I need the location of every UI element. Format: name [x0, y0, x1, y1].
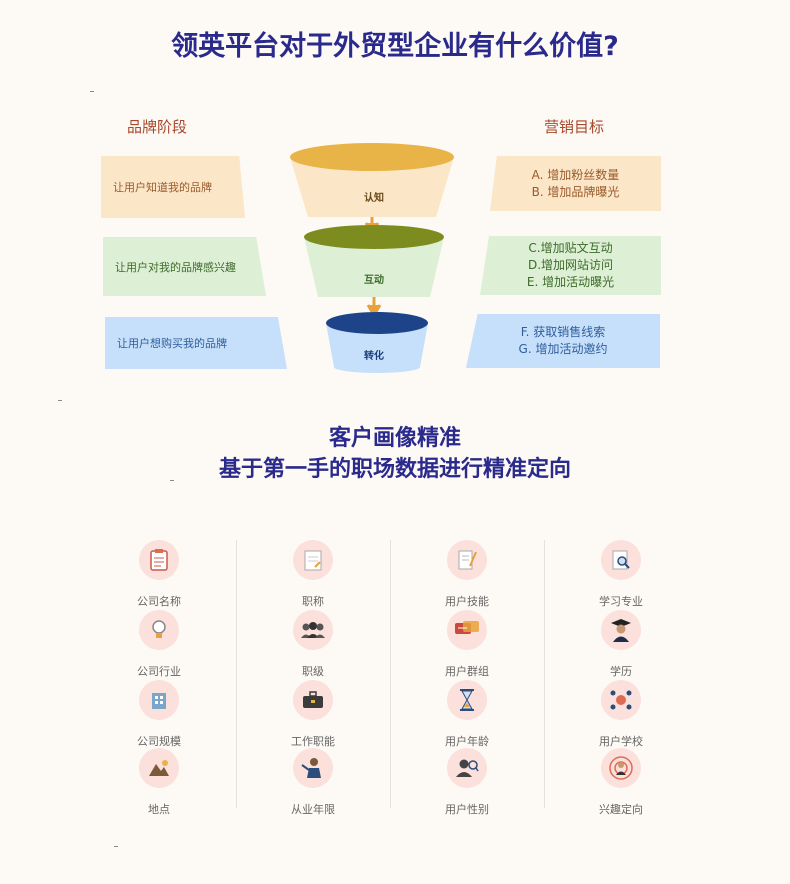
persona-item-label: 公司规模	[137, 735, 181, 748]
funnel-tier-interest	[304, 237, 444, 297]
persona-item-label: 学历	[610, 665, 632, 678]
persona-item: 公司行业	[104, 610, 214, 679]
funnel-label-awareness: 认知	[364, 193, 384, 204]
decorative-mark	[114, 846, 118, 847]
magnifier-document-icon	[601, 540, 641, 580]
decorative-mark	[58, 400, 62, 401]
persona-item-label: 职称	[302, 595, 324, 608]
persona-item: 公司规模	[104, 680, 214, 749]
persona-item: 用户群组	[412, 610, 522, 679]
decorative-mark	[90, 91, 94, 92]
column-divider	[544, 540, 545, 808]
persona-item-label: 兴趣定向	[599, 803, 643, 816]
persona-item: 公司名称	[104, 540, 214, 609]
persona-item: 学习专业	[566, 540, 676, 609]
target-person-icon	[601, 748, 641, 788]
page-title: 领英平台对于外贸型企业有什么价值?	[171, 31, 619, 62]
goal-box-conversion: F. 获取销售线索 G. 增加活动邀约	[466, 314, 660, 368]
persona-item: 职级	[258, 610, 368, 679]
column-divider	[390, 540, 391, 808]
persona-item: 学历	[566, 610, 676, 679]
persona-item-label: 用户技能	[445, 595, 489, 608]
persona-item-label: 学习专业	[599, 595, 643, 608]
column-divider	[236, 540, 237, 808]
persona-item-label: 用户年龄	[445, 735, 489, 748]
brand-stage-heading: 品牌阶段	[127, 118, 188, 136]
goal-item: C.增加贴文互动	[528, 241, 613, 255]
persona-item-label: 用户群组	[445, 665, 489, 678]
persona-item-label: 公司行业	[137, 665, 181, 678]
goal-box-awareness: A. 增加粉丝数量 B. 增加品牌曝光	[490, 156, 661, 211]
funnel-bottom-conversion	[334, 361, 420, 373]
brand-stage-purchase: 让用户想购买我的品牌	[105, 317, 287, 369]
persona-item-label: 用户学校	[599, 735, 643, 748]
brand-stage-awareness: 让用户知道我的品牌	[101, 156, 245, 218]
goal-box-interest: C.增加贴文互动 D.增加网站访问 E. 增加活动曝光	[480, 236, 661, 295]
decorative-mark	[170, 480, 174, 481]
persona-item-label: 用户性别	[445, 803, 489, 816]
persona-item: 兴趣定向	[566, 748, 676, 817]
goal-item: E. 增加活动曝光	[526, 275, 615, 289]
brand-stage-interest: 让用户对我的品牌感兴趣	[103, 237, 266, 296]
pencil-notebook-icon	[447, 540, 487, 580]
persona-item: 职称	[258, 540, 368, 609]
goal-item: D.增加网站访问	[527, 258, 614, 272]
persona-item: 地点	[104, 748, 214, 817]
mountain-icon	[139, 748, 179, 788]
persona-item: 用户性别	[412, 748, 522, 817]
persona-subtitle: 基于第一手的职场数据进行精准定向	[218, 457, 571, 482]
persona-item-label: 职级	[302, 665, 324, 678]
goal-item: A. 增加粉丝数量	[531, 167, 620, 182]
persona-item: 用户年龄	[412, 680, 522, 749]
briefcase-icon	[293, 680, 333, 720]
goal-item: G. 增加活动邀约	[518, 342, 608, 356]
funnel-label-interest: 互动	[364, 275, 384, 286]
graduate-icon	[601, 610, 641, 650]
funnel-label-conversion: 转化	[364, 351, 384, 362]
persona-item-label: 从业年限	[291, 803, 335, 816]
persona-item-label: 公司名称	[137, 595, 181, 608]
funnel-top-interest	[304, 225, 444, 249]
persona-item: 用户技能	[412, 540, 522, 609]
persona-item-label: 地点	[148, 803, 170, 816]
user-search-icon	[447, 748, 487, 788]
persona-title: 客户画像精准	[328, 426, 461, 451]
persona-item: 用户学校	[566, 680, 676, 749]
people-group-icon	[293, 610, 333, 650]
persona-item-label: 工作职能	[291, 735, 335, 748]
funnel-top-conversion	[326, 312, 428, 334]
persona-item: 从业年限	[258, 748, 368, 817]
presenter-icon	[293, 748, 333, 788]
persona-item: 工作职能	[258, 680, 368, 749]
goal-item: B. 增加品牌曝光	[531, 184, 620, 199]
chat-bubbles-icon	[447, 610, 487, 650]
building-icon	[139, 680, 179, 720]
lightbulb-icon	[139, 610, 179, 650]
goal-item: F. 获取销售线索	[520, 325, 606, 339]
clipboard-icon	[139, 540, 179, 580]
funnel-tier-awareness	[290, 157, 454, 217]
marketing-funnel	[290, 143, 454, 373]
notepad-icon	[293, 540, 333, 580]
marketing-goal-heading: 营销目标	[544, 118, 605, 136]
network-icon	[601, 680, 641, 720]
hourglass-icon	[447, 680, 487, 720]
funnel-tier-conversion	[326, 323, 428, 367]
funnel-top-awareness	[290, 143, 454, 171]
